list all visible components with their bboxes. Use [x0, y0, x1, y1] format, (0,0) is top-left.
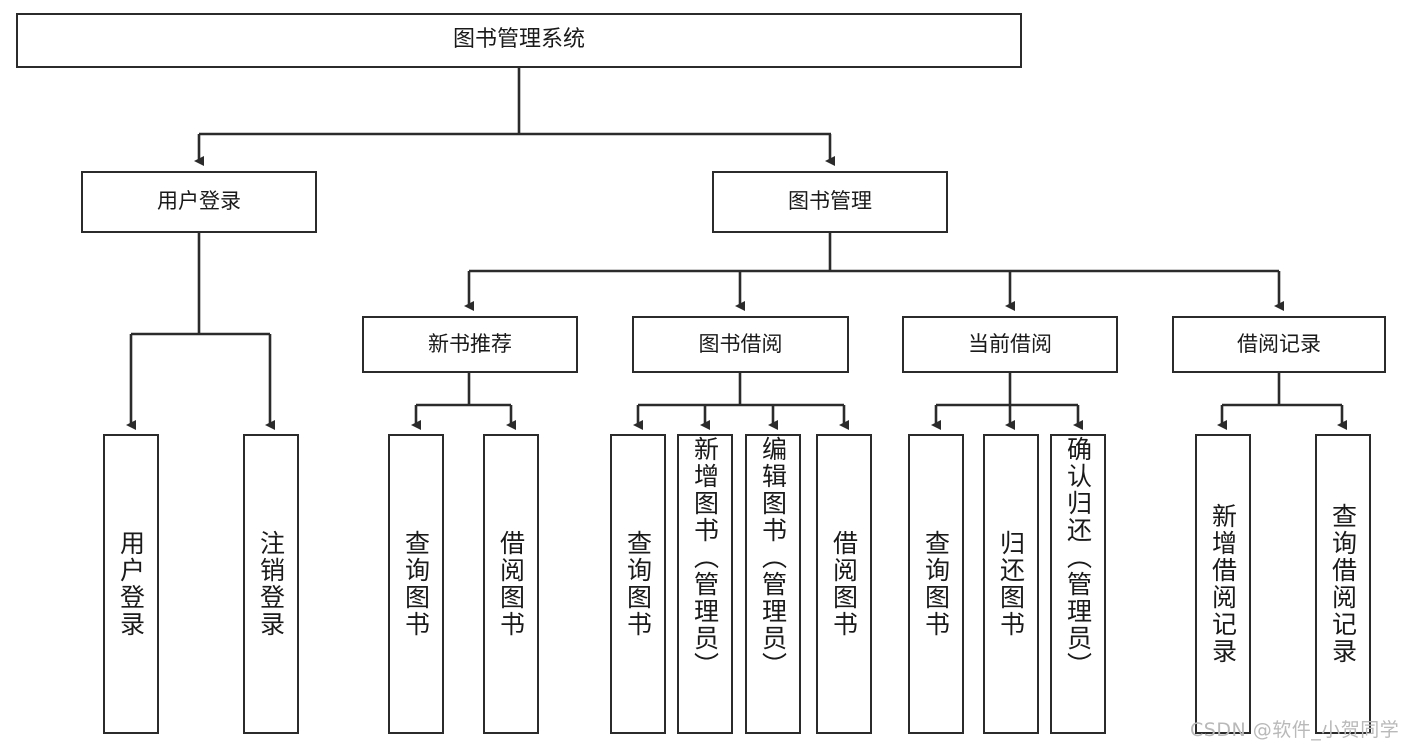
node-label: 查询图书: [623, 530, 653, 638]
node-label: 新增借阅记录: [1208, 503, 1238, 665]
node-label: 确认归还（管理员）: [1063, 436, 1093, 679]
node-label: 归还图书: [996, 530, 1026, 638]
leaf-recommend-query-book[interactable]: 查询图书: [388, 434, 444, 734]
node-label: 查询图书: [921, 530, 951, 638]
leaf-current-return-book[interactable]: 归还图书: [983, 434, 1039, 734]
leaf-borrow-edit-book-admin[interactable]: 编辑图书（管理员）: [745, 434, 801, 734]
node-current-borrow[interactable]: 当前借阅: [902, 316, 1118, 373]
leaf-current-confirm-return-admin[interactable]: 确认归还（管理员）: [1050, 434, 1106, 734]
node-book-management[interactable]: 图书管理: [712, 171, 948, 233]
node-label: 查询借阅记录: [1328, 503, 1358, 665]
node-label: 借阅记录: [1237, 331, 1321, 356]
node-book-borrow[interactable]: 图书借阅: [632, 316, 849, 373]
node-label: 查询图书: [401, 530, 431, 638]
node-user-login[interactable]: 用户登录: [81, 171, 317, 233]
node-label: 用户登录: [116, 530, 146, 638]
node-label: 图书借阅: [698, 331, 783, 356]
leaf-current-query-book[interactable]: 查询图书: [908, 434, 964, 734]
csdn-watermark: CSDN @软件_小贺同学: [1190, 719, 1400, 741]
node-new-book-recommend[interactable]: 新书推荐: [362, 316, 578, 373]
node-label: 图书管理: [788, 189, 872, 214]
node-label: 用户登录: [157, 189, 241, 214]
node-label: 借阅图书: [496, 530, 526, 638]
node-label: 新增图书（管理员）: [690, 436, 720, 679]
node-label: 当前借阅: [968, 331, 1052, 356]
leaf-borrow-add-book-admin[interactable]: 新增图书（管理员）: [677, 434, 733, 734]
node-label: 图书管理系统: [452, 27, 585, 53]
leaf-user-login-signout[interactable]: 注销登录: [243, 434, 299, 734]
leaf-recommend-borrow-book[interactable]: 借阅图书: [483, 434, 539, 734]
leaf-record-query-record[interactable]: 查询借阅记录: [1315, 434, 1371, 734]
leaf-borrow-query-book[interactable]: 查询图书: [610, 434, 666, 734]
node-root-system[interactable]: 图书管理系统: [16, 13, 1022, 68]
leaf-record-add-record[interactable]: 新增借阅记录: [1195, 434, 1251, 734]
node-label: 借阅图书: [829, 530, 859, 638]
node-label: 编辑图书（管理员）: [758, 436, 788, 679]
leaf-user-login-signin[interactable]: 用户登录: [103, 434, 159, 734]
leaf-borrow-borrow-book[interactable]: 借阅图书: [816, 434, 872, 734]
node-label: 注销登录: [256, 530, 286, 638]
node-borrow-record[interactable]: 借阅记录: [1172, 316, 1386, 373]
node-label: 新书推荐: [428, 331, 512, 356]
